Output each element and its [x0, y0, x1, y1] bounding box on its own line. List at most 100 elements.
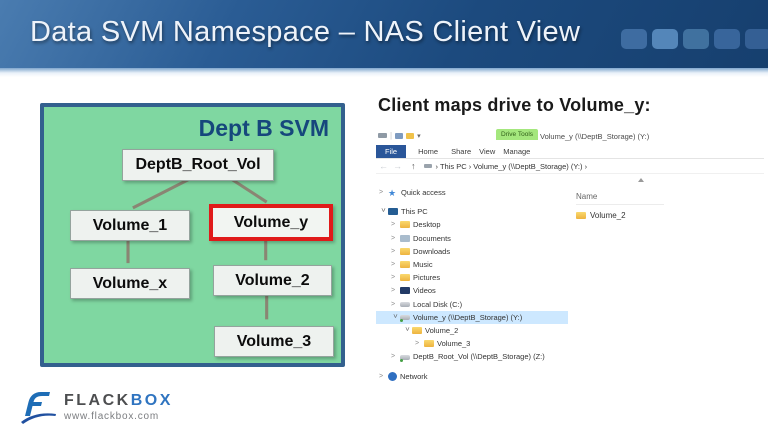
- tree-item-quick-access[interactable]: Quick access: [376, 186, 568, 199]
- navigation-tree: Quick access This PC Desktop Documents: [376, 186, 568, 383]
- file-item-label: Volume_2: [590, 211, 626, 220]
- tree-item-desktop[interactable]: Desktop: [376, 218, 568, 231]
- tree-item-this-pc[interactable]: This PC: [376, 205, 568, 218]
- chevron-right-icon[interactable]: [391, 301, 400, 308]
- drive-icon: [378, 133, 387, 138]
- drive-icon: [423, 164, 432, 168]
- folder-icon: [400, 247, 410, 255]
- chevron-right-icon[interactable]: [391, 235, 400, 242]
- chevron-right-icon[interactable]: [379, 373, 388, 380]
- toolbar-separator: |: [390, 131, 393, 140]
- videos-icon: [400, 287, 410, 295]
- tree-item-label: Volume_y (\\DeptB_Storage) (Y:): [413, 312, 523, 322]
- tree-item-music[interactable]: Music: [376, 258, 568, 271]
- tree-item-volume-2[interactable]: Volume_2: [376, 324, 568, 337]
- tree-item-label: Quick access: [401, 188, 446, 198]
- svm-diagram: Dept B SVM DeptB_Root_Vol Volume_1 Volum…: [40, 103, 345, 367]
- tree-item-volume-3[interactable]: Volume_3: [376, 337, 568, 350]
- tree-item-deptb-root-vol[interactable]: DeptB_Root_Vol (\\DeptB_Storage) (Z:): [376, 350, 568, 363]
- flackbox-logo: FLACKBOX www.flackbox.com: [20, 390, 173, 426]
- new-folder-icon[interactable]: [406, 132, 415, 139]
- chevron-right-icon[interactable]: [391, 221, 400, 228]
- node-volume-3: Volume_3: [214, 326, 334, 357]
- tree-item-label: Volume_2: [425, 325, 459, 335]
- up-icon[interactable]: [402, 161, 416, 171]
- header-bottom-band: [0, 68, 768, 77]
- column-header-name[interactable]: Name: [576, 186, 664, 205]
- chevron-right-icon[interactable]: [391, 353, 400, 360]
- folder-icon: [424, 340, 434, 348]
- node-deptb-root-vol: DeptB_Root_Vol: [122, 149, 274, 181]
- chevron-right-icon[interactable]: [415, 340, 424, 347]
- quick-access-toolbar[interactable]: |: [378, 131, 421, 140]
- computer-icon: [388, 208, 398, 216]
- tree-item-pictures[interactable]: Pictures: [376, 271, 568, 284]
- folder-icon: [400, 274, 410, 282]
- drive-tools-tab[interactable]: Drive Tools: [496, 129, 539, 140]
- tab-home[interactable]: Home: [418, 147, 439, 156]
- slide-header-banner: Data SVM Namespace – NAS Client View: [0, 0, 768, 77]
- tab-share[interactable]: Share: [451, 147, 472, 156]
- chevron-down-icon[interactable]: [391, 314, 398, 323]
- caret-up-icon[interactable]: [638, 178, 644, 182]
- network-drive-icon: [400, 354, 410, 362]
- folder-icon: [400, 221, 410, 229]
- node-volume-2: Volume_2: [213, 265, 332, 296]
- tree-item-downloads[interactable]: Downloads: [376, 245, 568, 258]
- globe-icon: [388, 371, 397, 381]
- brand-flack: FLACK: [64, 392, 131, 409]
- chevron-down-icon[interactable]: [379, 208, 386, 217]
- address-bar[interactable]: › This PC › Volume_y (\\DeptB_Storage) (…: [376, 159, 764, 174]
- brand-url: www.flackbox.com: [64, 411, 160, 422]
- back-icon[interactable]: [379, 161, 388, 171]
- tree-item-label: Music: [413, 260, 433, 270]
- tree-item-volume-y-selected[interactable]: Volume_y (\\DeptB_Storage) (Y:): [376, 310, 568, 324]
- properties-icon[interactable]: [395, 132, 404, 139]
- tree-item-documents[interactable]: Documents: [376, 232, 568, 245]
- chevron-right-icon[interactable]: [391, 274, 400, 281]
- file-explorer-window: | Drive Tools Volume_y (\\DeptB_Storage)…: [376, 128, 764, 390]
- tree-item-network[interactable]: Network: [376, 369, 568, 382]
- node-volume-x: Volume_x: [70, 268, 190, 299]
- node-volume-y-highlighted: Volume_y: [209, 204, 333, 241]
- tab-view[interactable]: View: [479, 147, 496, 156]
- network-drive-icon: [400, 315, 410, 323]
- brand-box: BOX: [130, 392, 173, 409]
- diagram-title: Dept B SVM: [198, 115, 329, 141]
- explorer-body: Quick access This PC Desktop Documents: [376, 174, 764, 383]
- folder-icon: [400, 261, 410, 269]
- decor-square: [683, 29, 709, 49]
- chevron-right-icon[interactable]: [391, 287, 400, 294]
- window-title: Volume_y (\\DeptB_Storage) (Y:): [540, 132, 650, 141]
- drive-icon: [400, 302, 410, 308]
- file-list-item[interactable]: Volume_2: [576, 211, 764, 220]
- explorer-titlebar: | Drive Tools Volume_y (\\DeptB_Storage)…: [376, 128, 764, 145]
- chevron-right-icon[interactable]: [379, 189, 388, 196]
- flackbox-logo-mark: [21, 392, 56, 424]
- folder-icon: [412, 326, 422, 334]
- tree-item-label: Desktop: [413, 220, 441, 230]
- decor-square: [621, 29, 647, 49]
- decor-squares: [621, 29, 768, 49]
- forward-icon[interactable]: [388, 161, 402, 171]
- breadcrumb[interactable]: › This PC › Volume_y (\\DeptB_Storage) (…: [435, 161, 588, 171]
- tree-item-local-disk[interactable]: Local Disk (C:): [376, 298, 568, 311]
- tab-file[interactable]: File: [376, 145, 407, 158]
- tree-item-label: Local Disk (C:): [413, 299, 463, 309]
- tree-item-videos[interactable]: Videos: [376, 284, 568, 297]
- chevron-right-icon[interactable]: [391, 248, 400, 255]
- tree-item-label: Videos: [413, 286, 436, 296]
- chevron-right-icon[interactable]: [391, 261, 400, 268]
- flackbox-logo-text: FLACKBOX www.flackbox.com: [64, 390, 173, 423]
- chevron-down-icon[interactable]: [403, 327, 410, 336]
- tree-item-label: Volume_3: [437, 339, 471, 349]
- tree-item-label: Pictures: [413, 273, 441, 283]
- folder-icon: [576, 212, 586, 219]
- tree-item-label: Network: [400, 371, 428, 381]
- tab-manage[interactable]: Manage: [503, 147, 531, 156]
- caret-down-icon[interactable]: [417, 131, 421, 140]
- decor-square: [745, 29, 768, 49]
- decor-square: [652, 29, 678, 49]
- section-heading: Client maps drive to Volume_y:: [378, 95, 651, 115]
- node-volume-1: Volume_1: [70, 210, 190, 241]
